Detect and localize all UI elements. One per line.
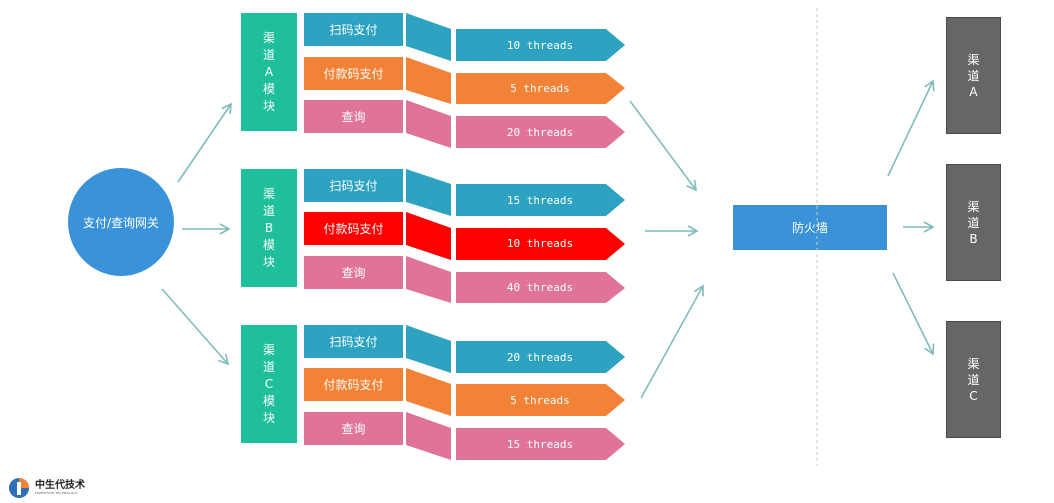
payment-type-box: 查询 (304, 256, 403, 289)
channel-a-box: 渠 道 A (946, 17, 1001, 134)
module-a-char: 模 (262, 81, 275, 96)
thread-label: 15 threads (507, 438, 573, 451)
channel-b-char: 道 (967, 215, 980, 230)
thread-arrow (456, 272, 625, 303)
thread-label: 5 threads (510, 394, 570, 407)
logo-mark-icon (9, 478, 29, 498)
flow-arrow (177, 102, 232, 183)
thread-arrow (456, 184, 625, 216)
gateway-label: 支付/查询网关 (82, 215, 160, 230)
channel-a-char: A (969, 84, 978, 99)
thread-label: 5 threads (510, 82, 570, 95)
flow-arrow (161, 288, 230, 366)
connector-shape (406, 100, 451, 148)
module-a-char: 块 (262, 98, 275, 113)
thread-arrow (456, 228, 625, 260)
thread-label: 15 threads (507, 194, 573, 207)
channel-c-char: 道 (967, 372, 980, 387)
payment-type-box: 扫码支付 (304, 13, 403, 46)
channel-a-char: 渠 (967, 52, 980, 67)
connector-shape (406, 412, 451, 460)
payment-type-label: 付款码支付 (323, 67, 384, 81)
thread-arrow (456, 116, 625, 148)
module-a-char: 道 (262, 47, 275, 62)
payment-type-box: 付款码支付 (304, 368, 403, 401)
payment-type-label: 查询 (341, 422, 366, 436)
module-c-box: 渠 道 C 模 块 (241, 325, 297, 443)
thread-label: 20 threads (507, 126, 573, 139)
thread-label: 20 threads (507, 351, 573, 364)
payment-type-label: 扫码支付 (329, 179, 378, 193)
module-a-char: A (264, 64, 274, 79)
company-logo: 中生代技术 FREESHION TECHNOLOGY (8, 476, 118, 500)
module-b-char: 块 (262, 254, 275, 269)
module-b-char: 模 (262, 237, 275, 252)
module-c-char: 块 (262, 410, 275, 425)
thread-arrow (456, 29, 625, 61)
firewall-node: 防火墙 (733, 205, 887, 250)
connector-shape (406, 212, 451, 260)
module-b-char: B (264, 220, 274, 235)
thread-arrow (456, 428, 625, 460)
flow-arrow (640, 284, 704, 399)
module-b-box: 渠 道 B 模 块 (241, 169, 297, 287)
firewall-label: 防火墙 (791, 221, 828, 235)
gateway-node: 支付/查询网关 (68, 168, 174, 276)
logo-text: 中生代技术 (35, 480, 85, 491)
thread-arrow (456, 73, 625, 104)
channel-a-char: 道 (967, 68, 980, 83)
channel-c-char: 渠 (967, 356, 980, 371)
payment-type-label: 付款码支付 (323, 222, 384, 236)
channel-b-box: 渠 道 B (946, 164, 1001, 281)
payment-type-box: 扫码支付 (304, 325, 403, 358)
payment-type-box: 扫码支付 (304, 169, 403, 202)
payment-type-label: 付款码支付 (323, 378, 384, 392)
connector-shape (406, 368, 451, 416)
flow-arrow (892, 272, 935, 356)
connector-shape (406, 169, 451, 216)
module-a-box: 渠 道 A 模 块 (241, 13, 297, 131)
module-b-char: 渠 (262, 186, 275, 201)
logo-subtext: FREESHION TECHNOLOGY (35, 491, 78, 495)
payment-type-label: 查询 (341, 266, 366, 280)
flow-arrow (887, 79, 935, 177)
channel-c-box: 渠 道 C (946, 321, 1001, 438)
payment-type-label: 扫码支付 (329, 335, 378, 349)
module-a-char: 渠 (262, 30, 275, 45)
payment-type-label: 查询 (341, 110, 366, 124)
thread-label: 40 threads (507, 281, 573, 294)
connector-shape (406, 57, 451, 104)
thread-arrow (456, 384, 625, 416)
logo-text-group: 中生代技术 FREESHION TECHNOLOGY (35, 480, 85, 496)
payment-type-box: 付款码支付 (304, 212, 403, 245)
connector-shape (406, 13, 451, 61)
thread-arrow (456, 341, 625, 373)
payment-type-box: 查询 (304, 412, 403, 445)
payment-type-label: 扫码支付 (329, 23, 378, 37)
channel-b-char: B (969, 231, 978, 246)
channel-b-char: 渠 (967, 199, 980, 214)
channel-c-char: C (969, 388, 978, 403)
connector-shape (406, 256, 451, 303)
module-b-char: 道 (262, 203, 275, 218)
module-c-char: 道 (262, 359, 275, 374)
module-c-char: 渠 (262, 342, 275, 357)
thread-label: 10 threads (507, 39, 573, 52)
payment-type-box: 付款码支付 (304, 57, 403, 90)
module-c-char: C (264, 376, 274, 391)
module-c-char: 模 (262, 393, 275, 408)
connector-shape (406, 325, 451, 373)
payment-type-box: 查询 (304, 100, 403, 133)
flow-arrow (629, 100, 697, 192)
thread-label: 10 threads (507, 237, 573, 250)
